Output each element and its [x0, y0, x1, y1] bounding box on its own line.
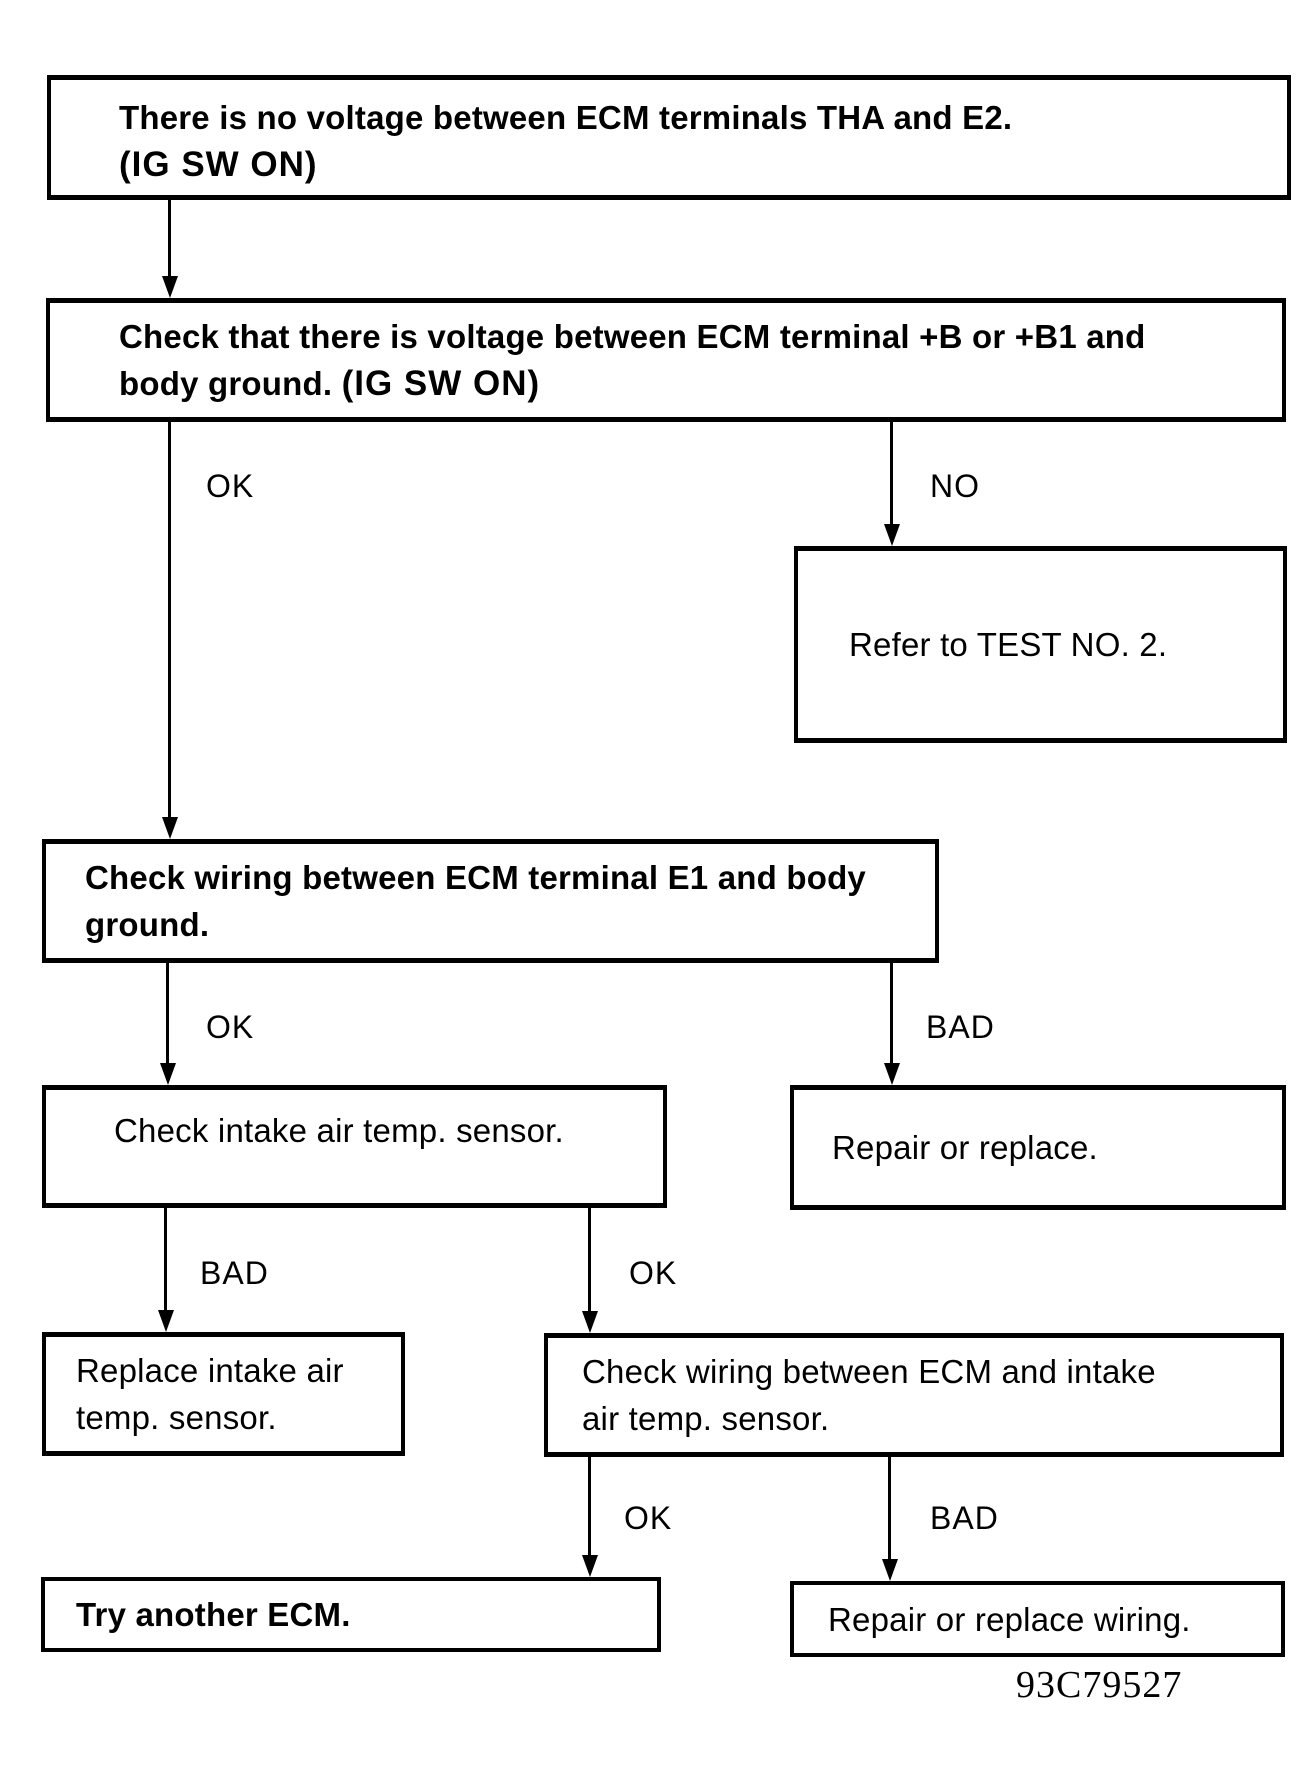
flow-box-try-ecm: Try another ECM. — [41, 1577, 661, 1652]
flow-box-text: Try another ECM. — [76, 1596, 351, 1633]
flow-box-text: Check that there is voltage between ECM … — [119, 318, 1146, 355]
flow-box-text: air temp. sensor. — [582, 1400, 830, 1437]
flow-box-text: Check wiring between ECM terminal E1 and… — [85, 859, 866, 896]
flow-box-text: Check wiring between ECM and intake — [582, 1353, 1156, 1390]
flow-box-repair-replace: Repair or replace. — [790, 1085, 1286, 1210]
arrowhead-down-icon — [158, 1310, 174, 1332]
flow-box-text: Check intake air temp. sensor. — [114, 1112, 564, 1149]
flow-box-refer-test: Refer to TEST NO. 2. — [794, 546, 1287, 743]
arrowhead-down-icon — [884, 524, 900, 546]
flow-box-check-wiring-e1: Check wiring between ECM terminal E1 and… — [42, 839, 939, 963]
connector-line — [168, 200, 171, 277]
flow-box-text: body ground. (IG SW ON) — [119, 364, 541, 403]
arrowhead-down-icon — [160, 1063, 176, 1085]
edge-label-ok: OK — [206, 1009, 255, 1045]
connector-line — [890, 963, 893, 1063]
arrowhead-down-icon — [582, 1311, 598, 1333]
arrowhead-down-icon — [882, 1559, 898, 1581]
flow-box-text: Replace intake air — [76, 1352, 344, 1389]
flow-box-check-wiring-sensor: Check wiring between ECM and intake air … — [544, 1333, 1284, 1457]
edge-label-bad: BAD — [930, 1500, 999, 1536]
flow-box-text: Repair or replace. — [832, 1129, 1098, 1166]
flow-box-no-voltage: There is no voltage between ECM terminal… — [47, 75, 1291, 200]
edge-label-no: NO — [930, 468, 980, 504]
arrowhead-down-icon — [162, 276, 178, 298]
flow-box-text: (IG SW ON) — [119, 144, 318, 184]
flow-box-text: ground. — [85, 906, 210, 943]
arrowhead-down-icon — [884, 1063, 900, 1085]
edge-label-bad: BAD — [926, 1009, 995, 1045]
flow-box-text: There is no voltage between ECM terminal… — [119, 98, 1013, 136]
flow-box-replace-sensor: Replace intake air temp. sensor. — [42, 1332, 405, 1456]
flow-box-check-sensor: Check intake air temp. sensor. — [42, 1085, 667, 1208]
connector-line — [164, 1208, 167, 1310]
edge-label-bad: BAD — [200, 1255, 269, 1291]
connector-line — [588, 1208, 591, 1311]
edge-label-ok: OK — [629, 1255, 678, 1291]
connector-line — [166, 963, 169, 1063]
flow-box-repair-wiring: Repair or replace wiring. — [790, 1581, 1285, 1657]
connector-line — [888, 1457, 891, 1559]
flow-box-text: Refer to TEST NO. 2. — [849, 626, 1168, 663]
connector-line — [890, 422, 893, 524]
arrowhead-down-icon — [582, 1555, 598, 1577]
flow-box-text: Repair or replace wiring. — [828, 1600, 1191, 1638]
flow-box-text: temp. sensor. — [76, 1399, 277, 1436]
edge-label-ok: OK — [624, 1500, 673, 1536]
edge-label-ok: OK — [206, 468, 255, 504]
connector-line — [588, 1457, 591, 1555]
arrowhead-down-icon — [162, 817, 178, 839]
connector-line — [168, 422, 171, 817]
flow-box-check-voltage: Check that there is voltage between ECM … — [46, 298, 1286, 422]
figure-code: 93C79527 — [1016, 1664, 1183, 1706]
